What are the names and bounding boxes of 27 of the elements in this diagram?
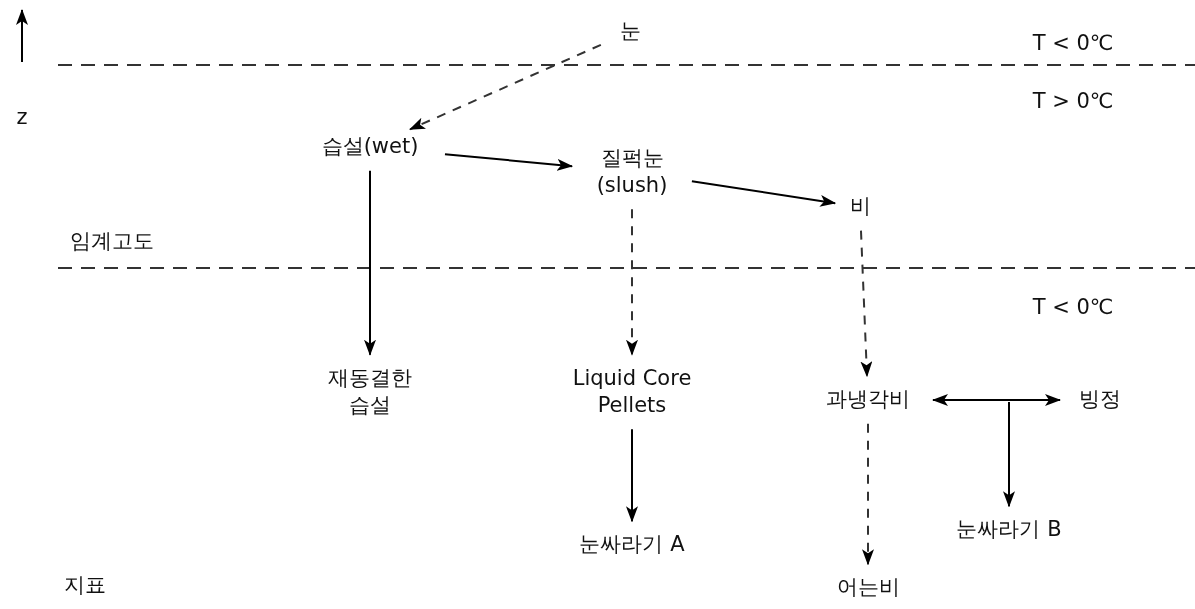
temperature-label: T < 0℃ [1032, 294, 1114, 322]
stage-label: 눈싸라기 B [939, 516, 1079, 544]
stage-label: 눈 [610, 18, 650, 46]
arrow [690, 180, 837, 207]
stage-label: Liquid Core Pellets [562, 364, 702, 420]
level-label: 지표 [64, 572, 106, 600]
arrow [364, 169, 376, 356]
stage-label: 빙정 [1070, 386, 1130, 414]
arrow [443, 153, 574, 171]
stage-label: 습설(wet) [305, 133, 435, 161]
level-label: 임계고도 [70, 228, 154, 256]
stage-label: 비 [845, 193, 875, 221]
temperature-label: T < 0℃ [1032, 30, 1114, 58]
stage-label: 어는비 [828, 574, 908, 602]
dashed-arrow [626, 208, 638, 356]
stage-label: 과냉각비 [813, 386, 923, 414]
arrow [932, 394, 1061, 406]
arrow [1003, 401, 1015, 508]
stage-label: 눈싸라기 A [562, 531, 702, 559]
axis-label: z [16, 104, 28, 132]
temperature-label: T > 0℃ [1032, 88, 1114, 116]
arrow [626, 428, 638, 523]
stage-label: 질퍽눈 (slush) [582, 144, 682, 200]
dashed-arrow [860, 229, 873, 378]
dashed-arrow [409, 43, 602, 131]
stage-label: 재동결한 습설 [315, 364, 425, 420]
dashed-arrow [862, 422, 874, 566]
